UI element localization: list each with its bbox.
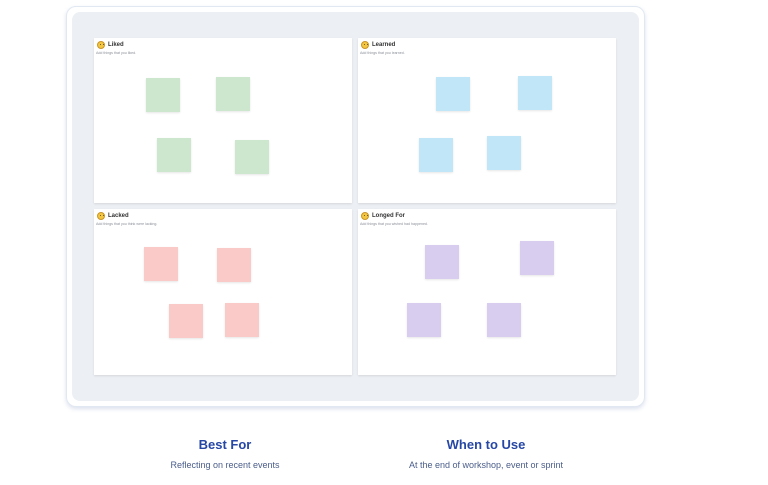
best-for-text: Reflecting on recent events [170, 460, 280, 470]
quadrant-subtitle: Add things that you liked. [96, 51, 137, 55]
thinking-face-icon [361, 41, 369, 49]
quadrant-subtitle: Add things that you learned. [360, 51, 405, 55]
when-to-use-section: When to Use At the end of workshop, even… [386, 437, 586, 471]
sticky-note[interactable] [518, 76, 552, 110]
quadrant-header: Lacked [97, 212, 129, 220]
quadrant-subtitle: Add things that you wished had happened. [360, 222, 428, 226]
quadrant-title: Liked [108, 42, 124, 48]
sticky-note[interactable] [235, 140, 269, 174]
sticky-note[interactable] [217, 248, 251, 282]
quadrant-header: Longed For [361, 212, 405, 220]
quadrant-lacked: Lacked Add things that you think were la… [94, 209, 352, 375]
quadrant-header: Liked [97, 41, 124, 49]
quadrant-subtitle: Add things that you think were lacking. [96, 222, 158, 226]
sticky-note[interactable] [419, 138, 453, 172]
quadrant-learned: Learned Add things that you learned. [358, 38, 616, 203]
quadrant-title: Learned [372, 42, 396, 48]
grinning-face-icon [97, 41, 105, 49]
sticky-note[interactable] [216, 77, 250, 111]
sticky-note[interactable] [157, 138, 191, 172]
quadrant-title: Longed For [372, 213, 405, 219]
sticky-note[interactable] [436, 77, 470, 111]
sticky-note[interactable] [225, 303, 259, 337]
sticky-note[interactable] [425, 245, 459, 279]
when-to-use-text: At the end of workshop, event or sprint [408, 460, 564, 470]
sticky-note[interactable] [487, 303, 521, 337]
sticky-note[interactable] [407, 303, 441, 337]
quadrant-header: Learned [361, 41, 395, 49]
quadrant-longed-for: Longed For Add things that you wished ha… [358, 209, 616, 375]
quadrant-title: Lacked [108, 213, 129, 219]
smiling-hearts-face-icon [361, 212, 369, 220]
best-for-title: Best For [198, 437, 252, 452]
sticky-note[interactable] [146, 78, 180, 112]
best-for-section: Best For Reflecting on recent events [145, 437, 305, 471]
quadrant-liked: Liked Add things that you liked. [94, 38, 352, 203]
sticky-note[interactable] [144, 247, 178, 281]
sticky-note[interactable] [169, 304, 203, 338]
sticky-note[interactable] [487, 136, 521, 170]
disappointed-face-icon [97, 212, 105, 220]
sticky-note[interactable] [520, 241, 554, 275]
when-to-use-title: When to Use [446, 437, 526, 452]
